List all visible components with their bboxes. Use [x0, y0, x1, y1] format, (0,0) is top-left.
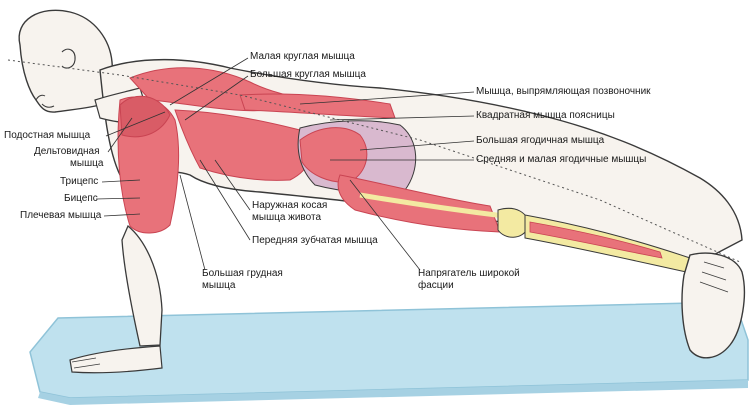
label-glute-max: Большая ягодичная мышца — [476, 135, 605, 146]
label-teres-major: Большая круглая мышца — [250, 69, 366, 80]
label-erector: Мышца, выпрямляющая позвоночник — [476, 86, 651, 97]
hand — [69, 345, 163, 374]
leader-deltoid — [107, 117, 133, 153]
label-tfl-line1: Напрягатель широкой — [418, 268, 520, 279]
label-teres-minor: Малая круглая мышца — [250, 51, 355, 62]
fingers — [71, 357, 101, 369]
latissimus-muscle — [174, 109, 312, 181]
label-brachialis: Плечевая мышца — [20, 210, 102, 221]
label-glute-med-min: Средняя и малая ягодичные мышцы — [476, 154, 647, 165]
label-serratus: Передняя зубчатая мышца — [252, 235, 378, 246]
leader-pec-major — [179, 174, 206, 271]
shoe-lacing — [699, 261, 729, 293]
head — [18, 9, 114, 113]
label-pec-major-line2: мышца — [202, 280, 236, 291]
leader-triceps — [101, 179, 141, 183]
label-tfl-line2: фасции — [418, 280, 454, 291]
label-deltoid-line1: Дельтовидная — [34, 146, 100, 157]
shin-muscle — [529, 221, 663, 259]
leader-serratus — [199, 159, 251, 241]
label-biceps: Бицепс — [64, 193, 98, 204]
label-pec-major-line1: Большая грудная — [202, 268, 283, 279]
leader-lines — [95, 57, 475, 271]
body-alignment-axis — [7, 59, 741, 263]
leader-quadratus — [329, 115, 475, 121]
deltoid-muscle — [119, 95, 171, 138]
leader-teres-major — [184, 75, 249, 121]
foot — [681, 252, 745, 359]
label-ext-oblique-line2: мышца живота — [252, 212, 321, 223]
forearm — [121, 224, 163, 347]
mat-shadow — [38, 380, 748, 405]
leader-brachialis — [103, 213, 141, 217]
label-quadratus: Квадратная мышца поясницы — [476, 110, 615, 121]
leader-glute-max — [359, 140, 475, 151]
face-profile — [35, 94, 55, 108]
leader-ext-oblique — [214, 159, 251, 211]
leader-teres-minor — [169, 57, 249, 106]
ear — [61, 48, 76, 69]
leader-biceps — [95, 197, 141, 200]
leader-erector — [299, 91, 475, 105]
leader-infraspinatus — [105, 111, 166, 137]
leader-tfl — [349, 179, 421, 271]
label-infraspinatus: Подостная мышца — [4, 130, 91, 141]
label-triceps: Трицепс — [60, 176, 99, 187]
label-deltoid-line2: мышца — [70, 158, 104, 169]
label-ext-oblique-line1: Наружная косая — [252, 200, 328, 211]
